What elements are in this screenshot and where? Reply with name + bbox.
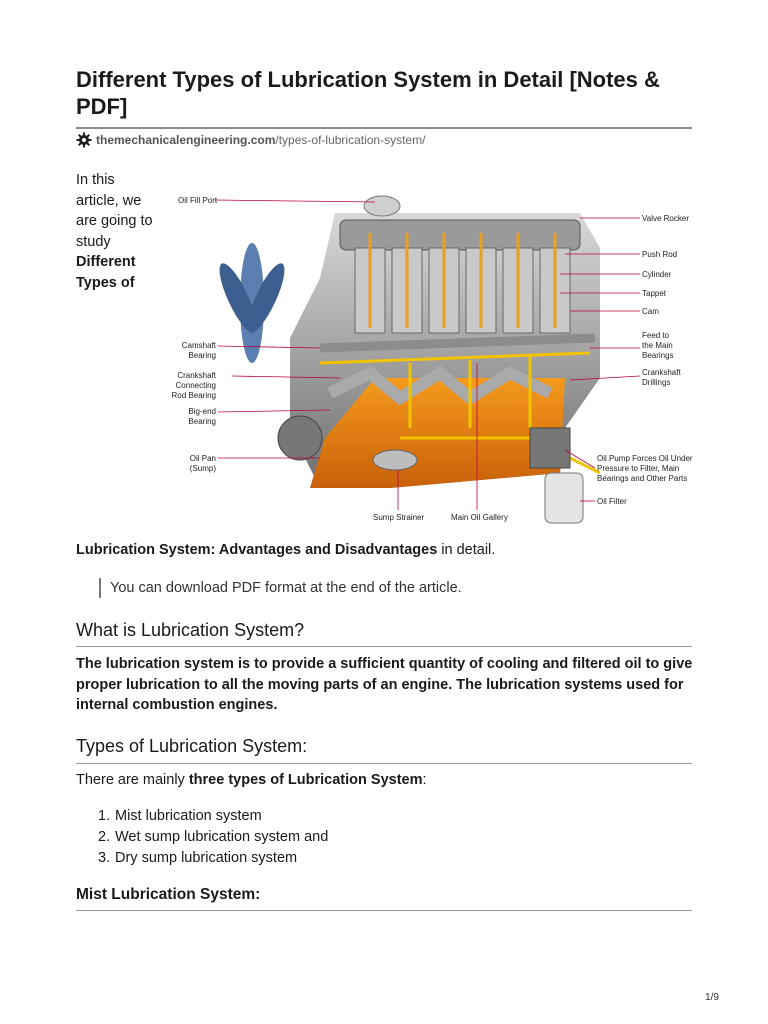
label-valve-rocker: Valve Rocker	[642, 214, 689, 223]
page-number: 1/9	[705, 992, 719, 1003]
cylinder-head	[339, 219, 581, 251]
list-number: 1.	[98, 808, 111, 824]
heading-divider	[76, 763, 692, 764]
label-rod-bearing-3: Rod Bearing	[172, 391, 216, 400]
label-cylinder: Cylinder	[642, 270, 672, 279]
label-oil-fill-port: Oil Fill Port	[178, 196, 218, 205]
label-big-end-2: Bearing	[188, 417, 216, 426]
heading-mist: Mist Lubrication System:	[76, 886, 261, 903]
oil-filter	[544, 472, 584, 524]
heading-what-is: What is Lubrication System?	[76, 620, 305, 640]
title-divider	[76, 127, 692, 129]
label-camshaft-bearing-1: Camshaft	[182, 341, 217, 350]
sump-strainer	[372, 449, 418, 471]
label-push-rod: Push Rod	[642, 250, 677, 259]
definition-paragraph: The lubrication system is to provide a s…	[76, 656, 693, 713]
label-tappet: Tappet	[642, 289, 667, 298]
label-oil-pump-1: Oil Pump Forces Oil Under	[597, 454, 693, 463]
label-oil-pan-2: (Sump)	[190, 464, 217, 473]
label-feed-2: the Main	[642, 341, 673, 350]
label-cam: Cam	[642, 307, 659, 316]
continuation-text: in detail.	[437, 542, 496, 558]
label-feed-3: Bearings	[642, 351, 674, 360]
intro-bold: Different Types of	[76, 254, 136, 291]
list-item: 1.Mist lubrication system	[98, 806, 328, 827]
list-number: 3.	[98, 850, 111, 866]
list-number: 2.	[98, 829, 111, 845]
camshaft	[319, 333, 596, 353]
pdf-note-quote: You can download PDF format at the end o…	[99, 578, 462, 598]
source-path: /types-of-lubrication-system/	[275, 133, 426, 147]
label-main-oil-gallery: Main Oil Gallery	[451, 513, 508, 522]
leader-lines	[214, 199, 641, 510]
heading-divider	[76, 646, 692, 647]
crankshaft	[327, 365, 553, 406]
crank-pulley	[277, 415, 323, 461]
label-oil-filter: Oil Filter	[597, 497, 627, 506]
continuation-bold: Lubrication System: Advantages and Disad…	[76, 542, 438, 558]
label-sump-strainer: Sump Strainer	[373, 513, 424, 522]
cooling-fan	[219, 243, 285, 363]
label-camshaft-bearing-2: Bearing	[188, 351, 216, 360]
label-big-end-1: Big-end	[188, 407, 216, 416]
label-crankshaft-drillings-1: Crankshaft	[642, 368, 681, 377]
list-item: 2.Wet sump lubrication system and	[98, 827, 328, 848]
label-oil-pan-1: Oil Pan	[190, 454, 216, 463]
label-rod-bearing-1: Crankshaft	[177, 371, 216, 380]
types-lead-text: There are mainly	[76, 772, 189, 788]
heading-types: Types of Lubrication System:	[76, 736, 308, 756]
list-item-text: Mist lubrication system	[115, 808, 262, 824]
intro-text: In this article, we are going to study	[76, 172, 153, 250]
list-item-text: Wet sump lubrication system and	[115, 829, 329, 845]
list-item-text: Dry sump lubrication system	[115, 850, 298, 866]
push-rods	[368, 233, 557, 328]
types-lead-end: :	[422, 772, 427, 788]
label-oil-pump-3: Bearings and Other Parts	[597, 474, 687, 483]
oil-fill-cap	[363, 195, 401, 217]
label-feed-1: Feed to	[642, 331, 670, 340]
label-crankshaft-drillings-2: Drillings	[642, 378, 670, 387]
label-rod-bearing-2: Connecting	[176, 381, 216, 390]
heading-divider	[76, 910, 692, 911]
oil-pump	[529, 427, 571, 469]
label-oil-pump-2: Pressure to Filter, Main	[597, 464, 679, 473]
types-lead-bold: three types of Lubrication System	[188, 772, 423, 788]
article-title: Different Types of Lubrication System in…	[76, 67, 660, 119]
engine-lubrication-diagram: Oil Fill Port Valve Rocker Push Rod Cyli…	[172, 195, 693, 524]
list-item: 3.Dry sump lubrication system	[98, 848, 328, 869]
gear-icon	[76, 132, 92, 148]
types-list: 1.Mist lubrication system 2.Wet sump lub…	[98, 806, 328, 869]
intro-continuation: Lubrication System: Advantages and Disad…	[76, 540, 495, 561]
types-lead: There are mainly three types of Lubricat…	[76, 770, 427, 791]
source-link[interactable]: themechanicalengineering.com/types-of-lu…	[76, 131, 425, 149]
source-domain: themechanicalengineering.com	[96, 133, 276, 147]
intro-paragraph: In this article, we are going to study D…	[76, 170, 156, 293]
